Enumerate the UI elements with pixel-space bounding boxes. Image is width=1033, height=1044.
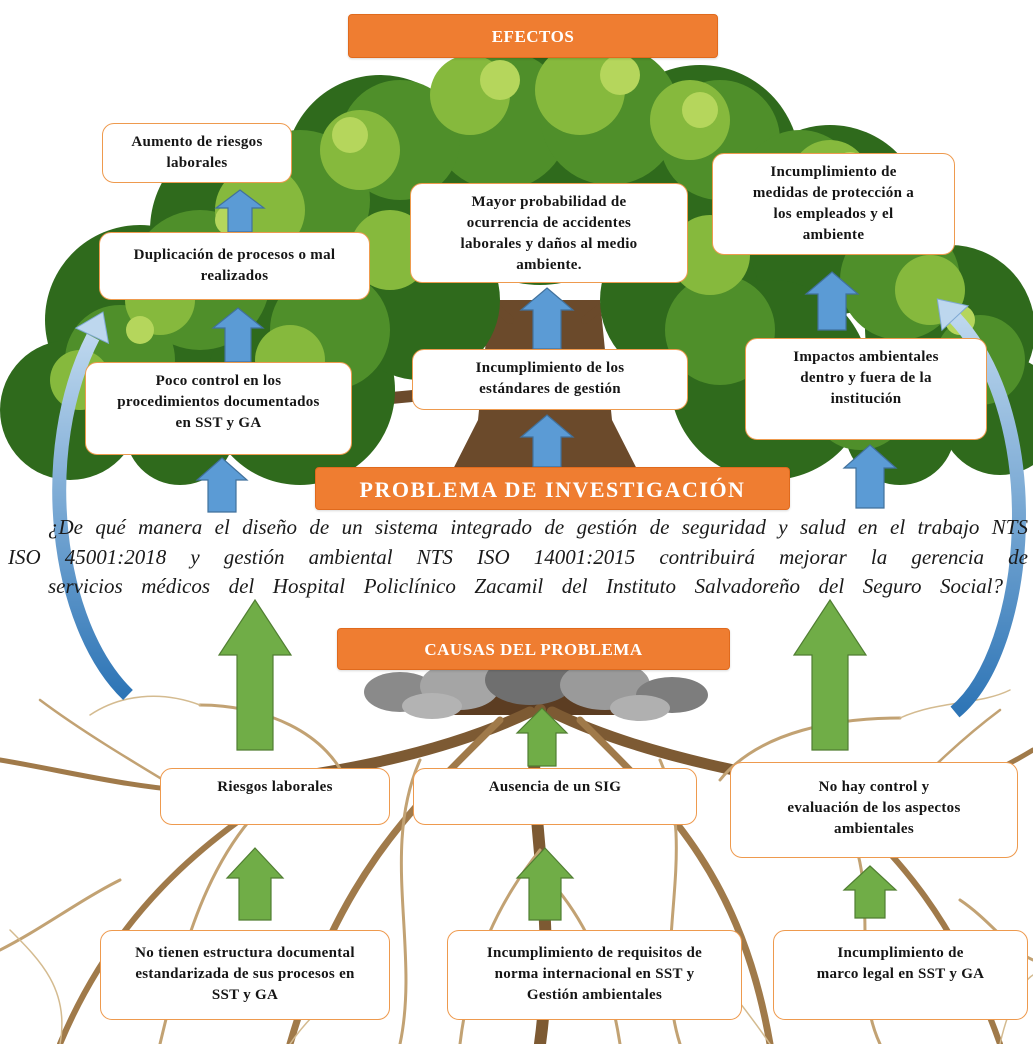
effect-box-environmental-impacts: Impactos ambientales dentro y fuera de l… — [745, 338, 987, 440]
effect-box-duplication: Duplicación de procesos o mal realizados — [99, 232, 370, 300]
blue-up-arrow — [804, 271, 860, 331]
root — [576, 716, 774, 1044]
root — [9, 929, 63, 1044]
cause-label: No hay control y evaluación de los aspec… — [787, 779, 961, 837]
cause-box-no-sig: Ausencia de un SIG — [413, 768, 697, 825]
effect-label: Incumplimiento de medidas de protección … — [752, 164, 915, 243]
cause-box-occupational-risks: Riesgos laborales — [160, 768, 390, 825]
rock — [610, 695, 670, 721]
root — [0, 757, 183, 793]
right-curved-arrow — [936, 298, 1026, 718]
effect-box-accident-probability: Mayor probabilidad de ocurrencia de acci… — [410, 183, 688, 283]
left-curved-arrow-head — [74, 311, 110, 345]
cause-box-international-requirements: Incumplimiento de requisitos de norma in… — [447, 930, 742, 1020]
research-question-line: ¿De qué manera el diseño de un sistema i… — [48, 515, 1028, 539]
green-up-arrow — [515, 847, 575, 921]
root — [0, 878, 122, 952]
blue-up-arrow — [214, 189, 266, 233]
right-curved-arrow-body — [949, 313, 1026, 718]
cause-label: No tienen estructura documental estandar… — [135, 945, 355, 1003]
green-up-arrow — [842, 865, 898, 919]
blue-up-arrow — [519, 287, 575, 350]
effect-label: Duplicación de procesos o mal realizados — [133, 247, 336, 284]
research-problem-banner: PROBLEMA DE INVESTIGACIÓN — [315, 467, 790, 510]
research-question-line: servicios médicos del Hospital Policlíni… — [48, 574, 1003, 598]
cause-label: Incumplimiento de marco legal en SST y G… — [816, 945, 985, 982]
effect-box-increase-risks: Aumento de riesgos laborales — [102, 123, 292, 183]
blue-up-arrow — [211, 307, 265, 363]
right-curved-arrow-head — [936, 298, 970, 332]
effect-label: Poco control en los procedimientos docum… — [117, 373, 320, 431]
green-up-arrow — [515, 707, 569, 767]
leaf-highlight — [332, 117, 368, 153]
effect-box-standards-noncompliance: Incumplimiento de los estándares de gest… — [412, 349, 688, 410]
research-question-line: ISO 45001:2018 y gestión ambiental NTS I… — [8, 544, 1028, 569]
cause-box-no-environmental-control: No hay control y evaluación de los aspec… — [730, 762, 1018, 858]
green-up-arrow — [225, 847, 285, 921]
left-curved-arrow — [52, 311, 133, 701]
cause-box-no-document-structure: No tienen estructura documental estandar… — [100, 930, 390, 1020]
blue-up-arrow — [842, 444, 898, 509]
research-question: ¿De qué manera el diseño de un sistema i… — [8, 513, 1028, 602]
cause-box-legal-framework: Incumplimiento de marco legal en SST y G… — [773, 930, 1028, 1020]
leaf-highlight — [480, 60, 520, 100]
leaf-highlight — [126, 316, 154, 344]
left-curved-arrow-body — [52, 333, 133, 701]
effects-banner: EFECTOS — [348, 14, 718, 58]
causes-banner: CAUSAS DEL PROBLEMA — [337, 628, 730, 670]
cause-label: Riesgos laborales — [217, 779, 333, 795]
leaf-highlight — [600, 55, 640, 95]
leaf-highlight — [682, 92, 718, 128]
effect-label: Mayor probabilidad de ocurrencia de acci… — [460, 194, 638, 273]
effect-label: Incumplimiento de los estándares de gest… — [475, 360, 625, 397]
root — [89, 695, 201, 716]
blue-up-arrow — [195, 457, 249, 513]
root — [398, 758, 422, 1044]
effect-box-protection-noncompliance: Incumplimiento de medidas de protección … — [712, 153, 955, 255]
cause-label: Incumplimiento de requisitos de norma in… — [486, 945, 703, 1003]
effect-label: Impactos ambientales dentro y fuera de l… — [793, 349, 939, 407]
effect-box-low-control: Poco control en los procedimientos docum… — [85, 362, 352, 455]
rock — [402, 693, 462, 719]
green-up-arrow — [217, 598, 293, 751]
blue-up-arrow — [519, 414, 575, 468]
effect-label: Aumento de riesgos laborales — [131, 134, 263, 171]
green-up-arrow — [792, 598, 868, 751]
cause-label: Ausencia de un SIG — [488, 779, 622, 795]
